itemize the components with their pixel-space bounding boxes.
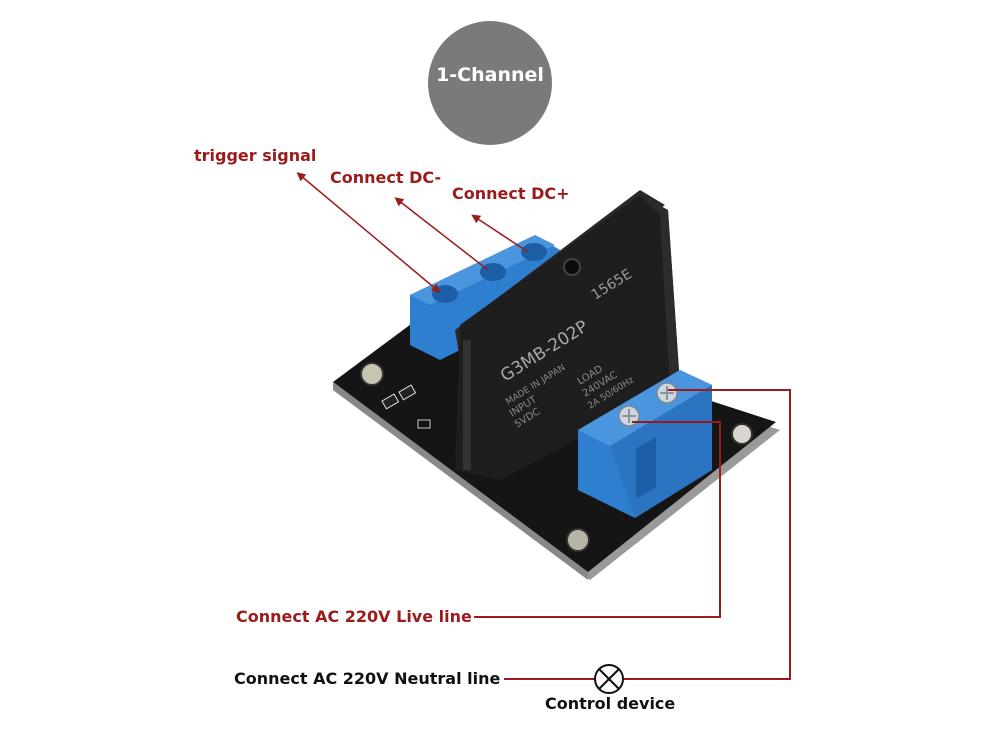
dc-plus-arrow [471, 214, 529, 253]
lamp-icon [594, 664, 624, 694]
ac-neutral-label: Connect AC 220V Neutral line [234, 669, 501, 688]
dc-plus-label: Connect DC+ [452, 184, 570, 203]
channel-badge-label: 1-Channel [436, 64, 544, 86]
dc-minus-arrow [394, 197, 489, 271]
output-terminal-block [578, 370, 712, 518]
trigger-arrow [296, 172, 441, 293]
control-device-label: Control device [545, 694, 676, 713]
mounting-hole [731, 423, 753, 445]
mounting-hole [566, 528, 590, 552]
live-wire [474, 421, 721, 618]
mounting-hole [360, 362, 384, 386]
smd-components [381, 384, 431, 429]
neutral-wire-device-side [624, 389, 791, 680]
channel-badge: 1-Channel [428, 21, 552, 145]
dc-minus-label: Connect DC- [330, 168, 442, 187]
trigger-signal-label: trigger signal [194, 146, 317, 165]
ac-live-label: Connect AC 220V Live line [236, 607, 472, 626]
